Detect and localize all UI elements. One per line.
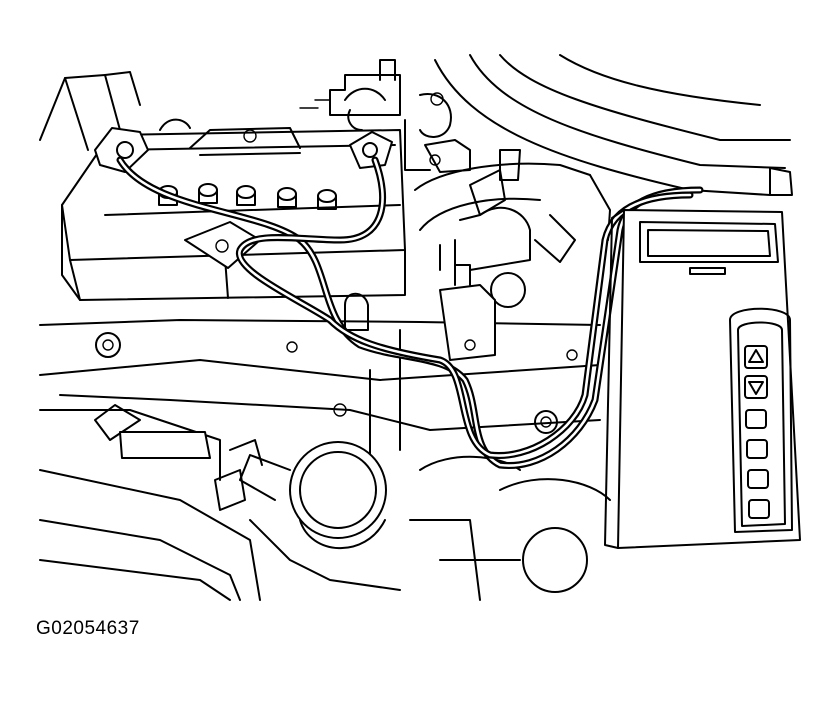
figure-id-label: G02054637: [36, 618, 140, 639]
tester-button-4[interactable]: [746, 439, 768, 459]
up-arrow-icon: [748, 349, 764, 363]
down-arrow-icon: [748, 381, 764, 395]
tester-keypad: [729, 307, 793, 533]
battery-cell-caps: [158, 183, 337, 210]
sensor-bracket: [439, 264, 496, 361]
lower-left-panels: [39, 404, 401, 601]
tester-button-3[interactable]: [745, 409, 767, 429]
tester-down-button[interactable]: [744, 375, 768, 399]
tester-brand-plate: [689, 267, 726, 275]
tester-button-6[interactable]: [748, 499, 770, 519]
battery: [61, 109, 406, 301]
reservoir-cap: [214, 439, 387, 550]
tester-display: [639, 221, 779, 263]
front-crossmember: [39, 292, 601, 461]
upper-radiator-hose: [434, 54, 793, 196]
battery-tester: [604, 209, 801, 549]
tester-button-5[interactable]: [747, 469, 769, 489]
tester-up-button[interactable]: [744, 345, 768, 369]
lower-engine-parts: [409, 455, 611, 601]
tester-cables: [116, 156, 704, 470]
hood-panel: [39, 71, 141, 151]
